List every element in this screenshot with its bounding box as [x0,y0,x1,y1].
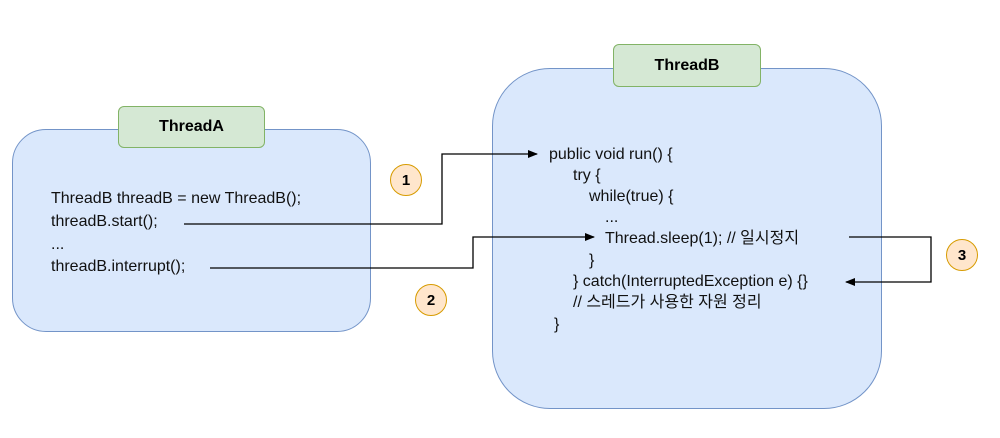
thread-a-code-line: ThreadB threadB = new ThreadB(); [51,190,302,207]
step-badge-1: 1 [390,164,422,196]
arrow-interrupt-to-sleep [210,233,595,269]
thread-b-code-line: while(true) { [589,188,674,205]
thread-b-code-line: ... [605,209,619,226]
thread-a-code-line: threadB.interrupt(); [51,258,186,275]
thread-b-code-line: } catch(InterruptedException e) {} [573,273,808,290]
thread-b-code-line: try { [573,167,601,184]
step-badge-3: 3 [946,239,978,271]
thread-a-box [12,129,371,332]
thread-b-code-line: } [554,316,560,333]
arrow-start-to-run [184,150,538,225]
thread-b-code-line: public void run() { [549,146,673,163]
thread-b-code-line: Thread.sleep(1); // 일시정지 [605,230,800,247]
thread-b-box [492,68,882,409]
arrow-sleep-to-catch [845,236,932,286]
thread-b-code-line: // 스레드가 사용한 자원 정리 [573,294,762,311]
step-badge-2: 2 [415,284,447,316]
thread-b-code-line: } [589,252,595,269]
thread-a-title: ThreadA [118,106,265,148]
thread-b-title: ThreadB [613,44,761,87]
thread-a-code-line: threadB.start(); [51,213,158,230]
thread-a-code-line: ... [51,236,65,253]
